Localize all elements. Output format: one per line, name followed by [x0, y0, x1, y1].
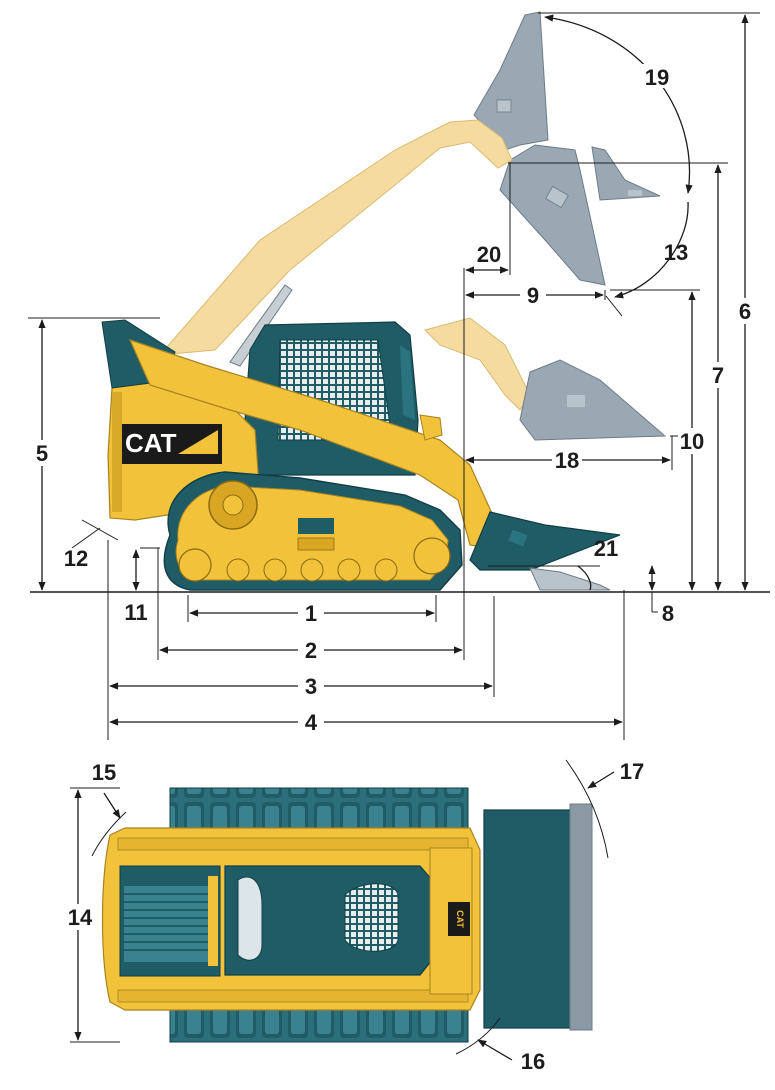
- dim-label-3: 3: [305, 674, 317, 699]
- cat-logo-top: CAT: [455, 910, 465, 928]
- raised-bucket-top: [473, 11, 549, 151]
- track-undercarriage: [163, 471, 463, 591]
- side-view: CAT: [28, 11, 770, 740]
- dim-label-10: 10: [680, 429, 704, 454]
- dim-label-20: 20: [477, 242, 501, 267]
- dim-label-19: 19: [645, 65, 669, 90]
- dim-label-12: 12: [64, 546, 88, 571]
- raised-lift-arm: [158, 119, 513, 356]
- dim-label-11: 11: [124, 600, 147, 625]
- dim-label-9: 9: [527, 283, 539, 308]
- dimension-numbers: 1 2 3 4 5 6 7 8 9 10 11 12 13 18: [30, 64, 757, 735]
- cat-logo-side: CAT: [125, 428, 177, 458]
- dim-label-18: 18: [555, 448, 579, 473]
- dim-label-5: 5: [36, 441, 48, 466]
- dim-label-2: 2: [305, 638, 317, 663]
- top-bucket: [483, 803, 593, 1031]
- top-frame: CAT: [101, 827, 481, 1011]
- dim-label-8: 8: [662, 601, 674, 626]
- lift-cylinder: [229, 284, 293, 367]
- mid-lift-arm: [424, 317, 531, 411]
- top-view: CAT 14 15 16 17: [66, 759, 644, 1074]
- dim-label-17: 17: [620, 759, 644, 784]
- dim-label-4: 4: [305, 710, 318, 735]
- mid-lift-bucket: [519, 359, 667, 441]
- raised-bucket-dump: [499, 144, 606, 286]
- dim-label-1: 1: [305, 601, 317, 626]
- dim-label-16: 16: [521, 1049, 545, 1074]
- dim-label-21: 21: [594, 536, 618, 561]
- raised-bucket-level: [591, 146, 661, 201]
- dim-label-6: 6: [739, 299, 751, 324]
- dim-label-15: 15: [92, 760, 116, 785]
- engine-grille: [124, 886, 208, 962]
- dim-label-7: 7: [712, 363, 724, 388]
- dim-label-14: 14: [68, 905, 93, 930]
- dim-label-13: 13: [664, 240, 688, 265]
- top-track-upper: [169, 787, 469, 829]
